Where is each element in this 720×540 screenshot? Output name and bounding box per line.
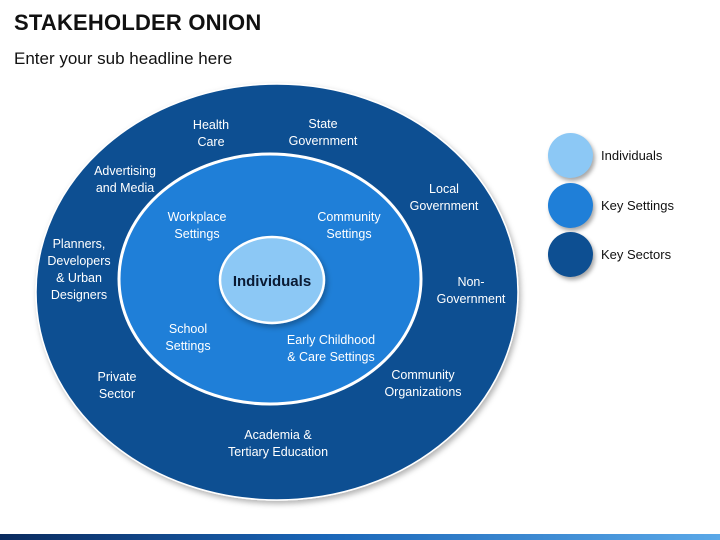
legend-item-key-settings: Key Settings xyxy=(548,183,674,228)
page-title: STAKEHOLDER ONION xyxy=(14,10,262,35)
core-ring-individuals xyxy=(218,235,326,325)
core-label: Individuals xyxy=(233,273,311,290)
legend-swatch-individuals xyxy=(548,133,593,178)
page-subtitle: Enter your sub headline here xyxy=(14,49,233,68)
sector-label-academia: Academia &Tertiary Education xyxy=(228,428,328,459)
sector-label-non-government: Non-Government xyxy=(437,275,506,306)
legend-label: Key Settings xyxy=(601,198,674,213)
footer-accent-bar xyxy=(0,534,720,540)
legend-item-key-sectors: Key Sectors xyxy=(548,232,671,277)
legend-label: Individuals xyxy=(601,148,663,163)
legend-swatch-key-sectors xyxy=(548,232,593,277)
legend-swatch-key-settings xyxy=(548,183,593,228)
setting-label-early-childhood: Early Childhood& Care Settings xyxy=(287,333,375,364)
legend-item-individuals: Individuals xyxy=(548,133,662,178)
legend-label: Key Sectors xyxy=(601,247,672,262)
